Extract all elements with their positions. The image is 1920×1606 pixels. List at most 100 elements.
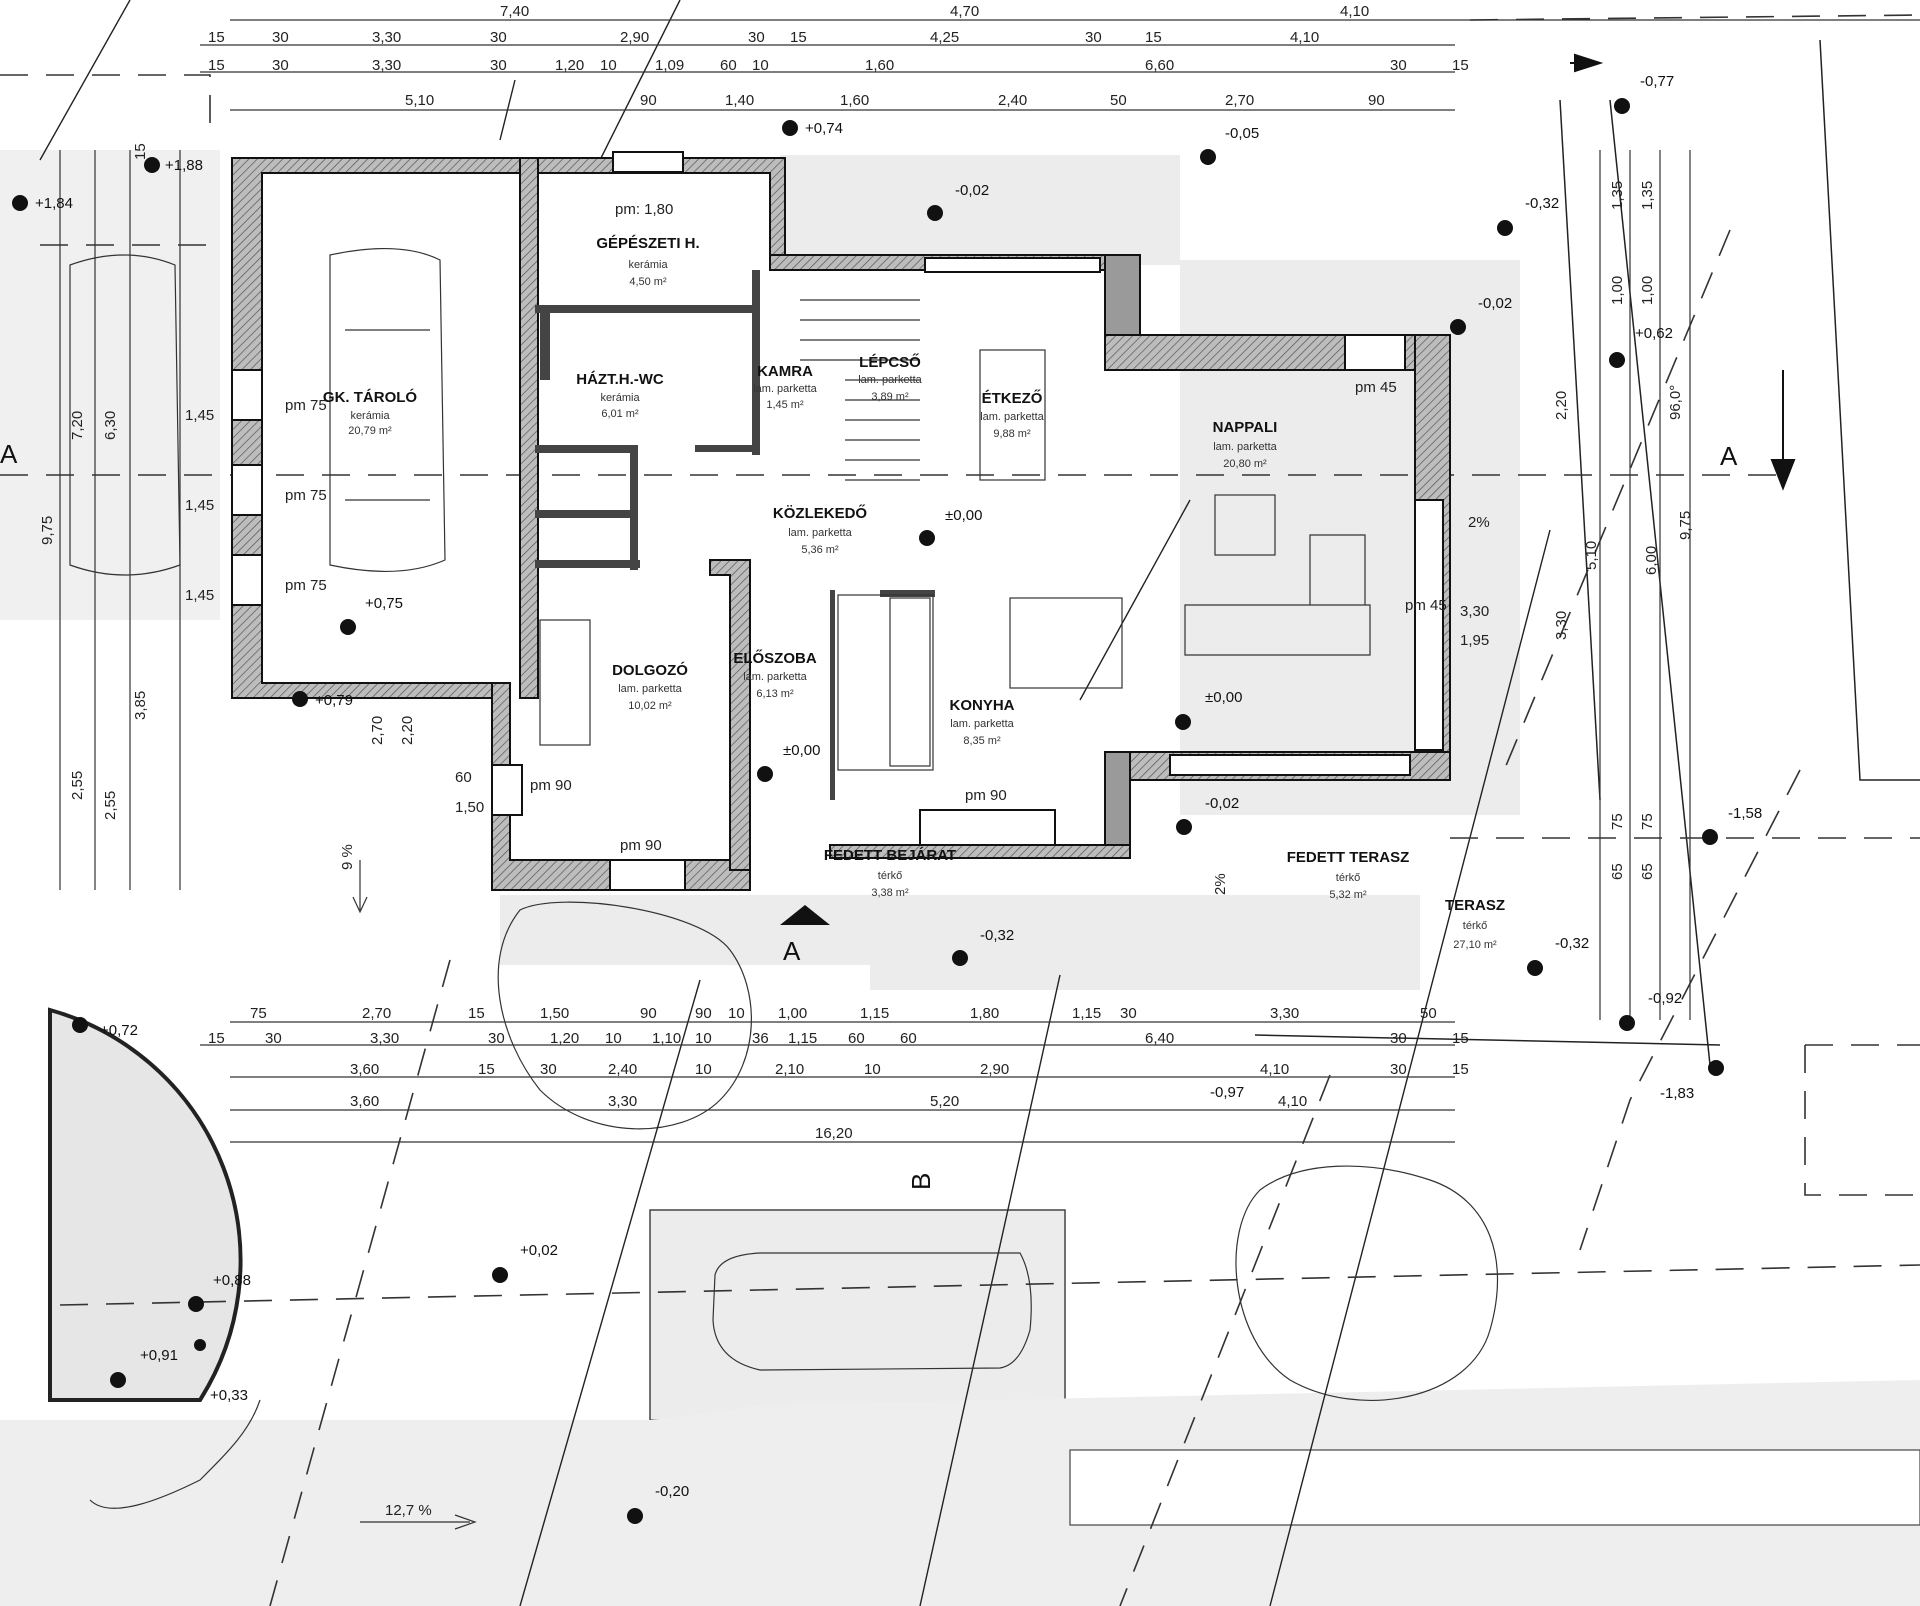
level-marks: +1,88 +1,84 -0,77 +0,74 -0,05 -0,02 -0,3…	[12, 73, 1762, 1524]
svg-text:A: A	[0, 439, 18, 469]
svg-text:10: 10	[728, 1005, 745, 1022]
svg-text:15: 15	[208, 29, 225, 46]
svg-text:30: 30	[1390, 57, 1407, 74]
svg-text:90: 90	[640, 1005, 657, 1022]
room-etkezo: ÉTKEZŐ lam. parketta 9,88 m²	[980, 389, 1044, 440]
svg-text:30: 30	[1390, 1061, 1407, 1078]
svg-text:3,38 m²: 3,38 m²	[871, 887, 909, 899]
svg-text:lam. parketta: lam. parketta	[618, 683, 682, 695]
svg-text:pm 45: pm 45	[1355, 379, 1397, 396]
level-mark: -1,83	[1660, 1060, 1724, 1102]
svg-text:15: 15	[1452, 1061, 1469, 1078]
svg-text:6,00: 6,00	[1643, 546, 1660, 575]
svg-text:75: 75	[1639, 813, 1656, 830]
svg-text:6,60: 6,60	[1145, 57, 1174, 74]
svg-text:+0,88: +0,88	[213, 1272, 251, 1289]
svg-text:-0,05: -0,05	[1225, 125, 1259, 142]
level-mark: ±0,00	[1175, 689, 1242, 730]
svg-text:1,45: 1,45	[185, 587, 214, 604]
svg-text:1,45 m²: 1,45 m²	[766, 399, 804, 411]
level-mark: +0,74	[782, 120, 843, 137]
svg-text:1,00: 1,00	[1609, 276, 1626, 305]
svg-text:kerámia: kerámia	[350, 410, 390, 422]
room-dolgozo: DOLGOZÓ lam. parketta 10,02 m²	[612, 661, 688, 712]
level-mark: +0,79	[292, 691, 353, 709]
svg-text:-0,32: -0,32	[1555, 935, 1589, 952]
svg-text:30: 30	[490, 57, 507, 74]
svg-text:NAPPALI: NAPPALI	[1213, 419, 1278, 436]
svg-text:LÉPCSŐ: LÉPCSŐ	[859, 353, 921, 371]
svg-text:FEDETT BEJÁRAT: FEDETT BEJÁRAT	[824, 847, 956, 864]
svg-text:75: 75	[1609, 813, 1626, 830]
svg-text:75: 75	[250, 1005, 267, 1022]
svg-text:térkő: térkő	[1463, 920, 1487, 932]
svg-text:1,35: 1,35	[1639, 181, 1656, 210]
slope-arrow-garage	[352, 860, 368, 914]
svg-text:50: 50	[1420, 1005, 1437, 1022]
level-mark: -0,32	[1497, 195, 1559, 236]
svg-text:20,79 m²: 20,79 m²	[348, 425, 392, 437]
svg-text:60: 60	[900, 1030, 917, 1047]
svg-text:50: 50	[1110, 92, 1127, 109]
parapet-labels: pm: 1,80 pm 45 pm 90 pm 45 pm 75 pm 75 p…	[285, 201, 1447, 854]
room-eloszoba: ELŐSZOBA lam. parketta 6,13 m²	[733, 649, 817, 700]
svg-text:5,10: 5,10	[1583, 541, 1600, 570]
svg-text:lam. parketta: lam. parketta	[858, 374, 922, 386]
svg-text:30: 30	[490, 29, 507, 46]
svg-text:KÖZLEKEDŐ: KÖZLEKEDŐ	[773, 504, 868, 522]
svg-text:1,95: 1,95	[1460, 632, 1489, 649]
svg-text:30: 30	[488, 1030, 505, 1047]
svg-text:10,02 m²: 10,02 m²	[628, 700, 672, 712]
svg-text:6,13 m²: 6,13 m²	[756, 688, 794, 700]
svg-text:ÉTKEZŐ: ÉTKEZŐ	[982, 389, 1043, 407]
svg-text:90: 90	[1368, 92, 1385, 109]
level-mark: +0,88	[188, 1272, 251, 1312]
svg-text:3,30: 3,30	[1553, 611, 1570, 640]
svg-text:15: 15	[468, 1005, 485, 1022]
room-garage: GK. TÁROLÓ kerámia 20,79 m²	[323, 388, 417, 437]
level-mark: +1,84	[12, 195, 73, 212]
svg-text:-0,92: -0,92	[1648, 990, 1682, 1007]
svg-text:90: 90	[695, 1005, 712, 1022]
dim-bottom-row-2: 15 30 3,30 30 1,20 10 1,10 10 36 1,15 60…	[208, 1030, 1469, 1047]
svg-text:2,70: 2,70	[362, 1005, 391, 1022]
svg-text:6,01 m²: 6,01 m²	[601, 408, 639, 420]
svg-text:lam. parketta: lam. parketta	[950, 718, 1014, 730]
svg-text:lam. parketta: lam. parketta	[743, 671, 807, 683]
svg-text:térkő: térkő	[1336, 872, 1360, 884]
svg-text:3,85: 3,85	[132, 691, 149, 720]
svg-text:±0,00: ±0,00	[945, 507, 982, 524]
svg-text:-0,32: -0,32	[1525, 195, 1559, 212]
svg-text:KAMRA: KAMRA	[757, 363, 813, 380]
room-wc: HÁZT.H.-WC kerámia 6,01 m²	[576, 371, 664, 420]
svg-text:9,75: 9,75	[1677, 511, 1694, 540]
level-mark: +0,91	[110, 1347, 178, 1388]
room-konyha: KONYHA lam. parketta 8,35 m²	[949, 697, 1014, 747]
svg-text:15: 15	[132, 143, 149, 160]
svg-text:9,75: 9,75	[39, 516, 56, 545]
level-mark: ±0,00	[757, 742, 820, 782]
svg-text:30: 30	[272, 29, 289, 46]
svg-text:3,89 m²: 3,89 m²	[871, 391, 909, 403]
svg-text:3,60: 3,60	[350, 1093, 379, 1110]
svg-text:4,25: 4,25	[930, 29, 959, 46]
svg-text:3,30: 3,30	[372, 57, 401, 74]
svg-text:+0,62: +0,62	[1635, 325, 1673, 342]
svg-text:15: 15	[1452, 57, 1469, 74]
room-kozlekedo: KÖZLEKEDŐ lam. parketta 5,36 m²	[773, 504, 868, 556]
svg-text:5,20: 5,20	[930, 1093, 959, 1110]
svg-text:kerámia: kerámia	[600, 392, 640, 404]
level-mark: -0,05	[1200, 125, 1259, 165]
level-mark: ±0,00	[919, 507, 982, 546]
svg-text:-0,02: -0,02	[1205, 795, 1239, 812]
svg-text:1,09: 1,09	[655, 57, 684, 74]
svg-text:1,35: 1,35	[1609, 181, 1626, 210]
svg-text:-0,32: -0,32	[980, 927, 1014, 944]
svg-text:-1,83: -1,83	[1660, 1085, 1694, 1102]
svg-text:1,20: 1,20	[555, 57, 584, 74]
svg-text:2,55: 2,55	[69, 771, 86, 800]
svg-text:+0,72: +0,72	[100, 1022, 138, 1039]
svg-text:±0,00: ±0,00	[783, 742, 820, 759]
svg-text:1,40: 1,40	[725, 92, 754, 109]
svg-text:lam. parketta: lam. parketta	[753, 383, 817, 395]
